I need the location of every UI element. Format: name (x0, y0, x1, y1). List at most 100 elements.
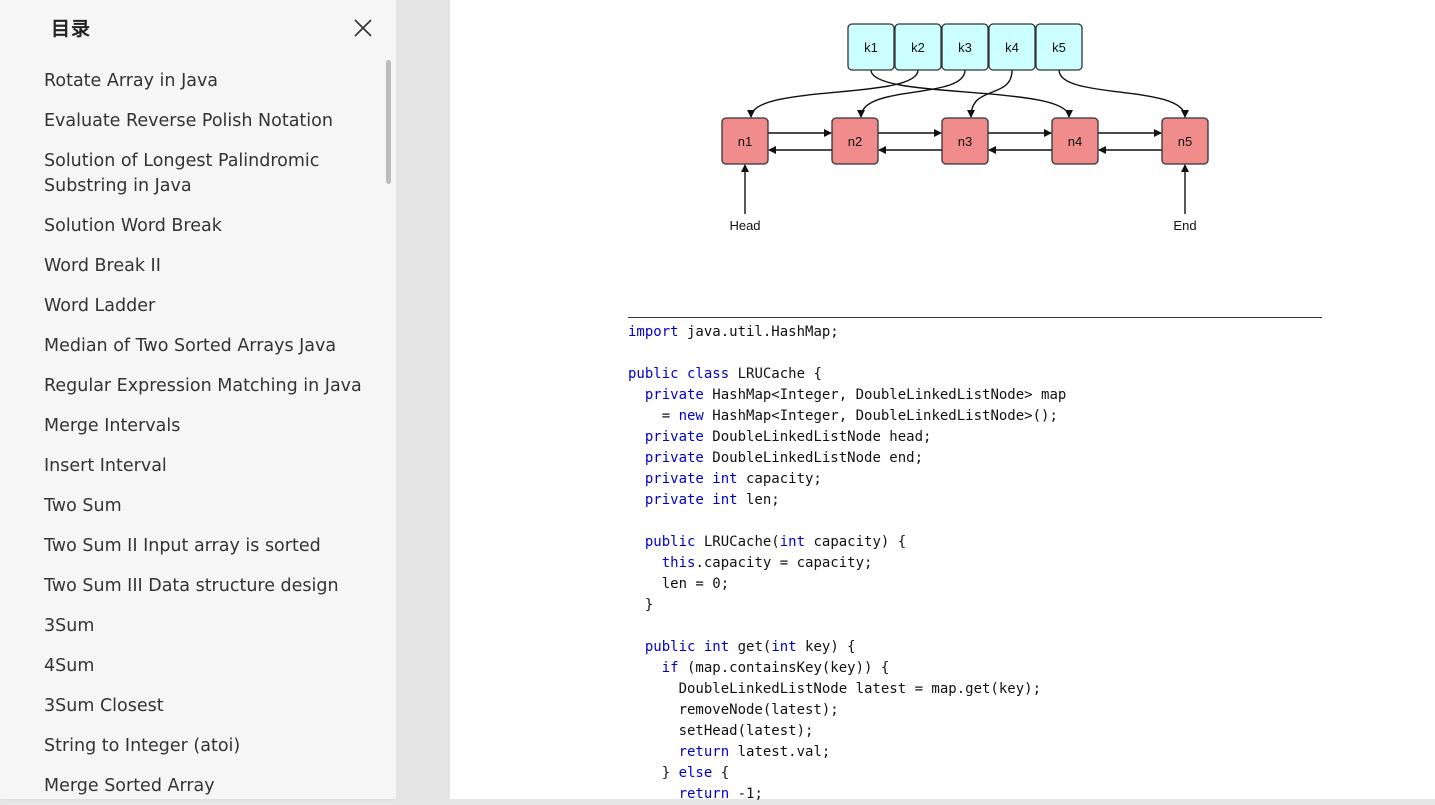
code-keyword: int (779, 534, 806, 550)
code-keyword: private (644, 450, 704, 466)
code-line (628, 343, 1066, 364)
toc-item[interactable]: Two Sum (44, 496, 122, 516)
toc-item[interactable]: Merge Sorted Array (44, 776, 215, 796)
key-node-arrow (967, 69, 1013, 118)
close-icon[interactable] (352, 17, 374, 39)
toc-item[interactable]: String to Integer (atoi) (44, 736, 241, 756)
sidebar-gutter (396, 0, 450, 799)
code-text (628, 639, 645, 655)
node-label: n3 (958, 134, 972, 149)
toc-item[interactable]: Regular Expression Matching in Java (44, 376, 362, 396)
node-box (721, 117, 769, 165)
toc-item[interactable]: 3Sum Closest (44, 696, 164, 716)
code-text: LRUCache { (729, 366, 822, 382)
toc-item[interactable]: Two Sum II Input array is sorted (44, 536, 321, 556)
code-text (628, 471, 645, 487)
key-label: k1 (864, 40, 878, 55)
code-text (628, 744, 679, 760)
code-text: DoubleLinkedListNode latest = map.get(ke… (628, 681, 1042, 697)
toc-item[interactable]: Evaluate Reverse Polish Notation (44, 111, 333, 131)
toc-title: 目录 (51, 18, 92, 40)
code-keyword: public class (628, 366, 730, 382)
code-text (628, 534, 645, 550)
toc-item[interactable]: Word Break II (44, 256, 161, 276)
toc-item[interactable]: Word Ladder (44, 296, 156, 316)
code-text: java.util.HashMap; (678, 324, 839, 340)
code-keyword: import (628, 324, 679, 340)
key-label: k2 (911, 40, 925, 55)
key-label: k5 (1052, 40, 1066, 55)
code-keyword: else (678, 765, 713, 781)
code-text (628, 660, 662, 676)
code-line (628, 511, 1066, 532)
toc-item[interactable]: Merge Intervals (44, 416, 181, 436)
code-line: private HashMap<Integer, DoubleLinkedLis… (628, 385, 1066, 406)
code-text: } (628, 597, 654, 613)
code-text: -1; (729, 786, 763, 802)
key-node-arrow (747, 69, 919, 118)
code-text (628, 387, 645, 403)
key-box (941, 23, 989, 71)
node-label: n4 (1068, 134, 1082, 149)
code-text (628, 429, 645, 445)
code-keyword: private int (644, 471, 738, 487)
toc-scrollbar[interactable] (386, 60, 391, 184)
code-text (628, 450, 645, 466)
key-box (894, 23, 942, 71)
node-box (831, 117, 879, 165)
code-text: .capacity = capacity; (695, 555, 873, 571)
code-text: HashMap<Integer, DoubleLinkedListNode> m… (703, 387, 1067, 403)
code-text: (map.containsKey(key)) { (678, 660, 890, 676)
code-text: len; (737, 492, 780, 508)
code-text: get( (729, 639, 772, 655)
code-text: len = 0; (628, 576, 730, 592)
code-line: removeNode(latest); (628, 700, 1066, 721)
toc-item[interactable]: Two Sum III Data structure design (44, 576, 339, 596)
code-line: DoubleLinkedListNode latest = map.get(ke… (628, 679, 1066, 700)
code-line: len = 0; (628, 574, 1066, 595)
key-node-arrow (1058, 69, 1189, 118)
toc-item[interactable]: Solution Word Break (44, 216, 222, 236)
node-box (1051, 117, 1099, 165)
code-line: return -1; (628, 784, 1066, 805)
code-text: capacity) { (805, 534, 907, 550)
toc-item[interactable]: Median of Two Sorted Arrays Java (44, 336, 337, 356)
code-text: latest.val; (729, 744, 831, 760)
toc-item[interactable]: Rotate Array in Java (44, 71, 219, 91)
head-label: Head (729, 218, 760, 233)
code-text: removeNode(latest); (628, 702, 839, 718)
code-keyword: private (644, 429, 704, 445)
code-text (628, 492, 645, 508)
code-keyword: private int (644, 492, 738, 508)
toc-item[interactable]: 3Sum (44, 616, 95, 636)
toc-item[interactable]: Solution of Longest Palindromic Substrin… (44, 151, 320, 196)
code-text: key) { (796, 639, 856, 655)
code-line: private DoubleLinkedListNode head; (628, 427, 1066, 448)
code-keyword: private (644, 387, 704, 403)
code-line: public LRUCache(int capacity) { (628, 532, 1066, 553)
key-box (1035, 23, 1083, 71)
code-text: LRUCache( (695, 534, 780, 550)
code-text: DoubleLinkedListNode end; (703, 450, 924, 466)
code-text: } (628, 765, 679, 781)
code-divider (628, 317, 1322, 318)
code-keyword: int (771, 639, 797, 655)
code-line: public class LRUCache { (628, 364, 1066, 385)
code-keyword: return (678, 744, 730, 760)
code-line: private int capacity; (628, 469, 1066, 490)
node-label: n1 (738, 134, 752, 149)
toc-item[interactable]: Insert Interval (44, 456, 167, 476)
toc-item[interactable]: 4Sum (44, 656, 95, 676)
code-text (628, 555, 662, 571)
code-text (628, 786, 679, 802)
code-line: public int get(int key) { (628, 637, 1066, 658)
code-keyword: public (644, 534, 696, 550)
node-label: n5 (1178, 134, 1192, 149)
code-line: = new HashMap<Integer, DoubleLinkedListN… (628, 406, 1066, 427)
node-label: n2 (848, 134, 862, 149)
code-line: } (628, 595, 1066, 616)
code-line (628, 616, 1066, 637)
node-box (1161, 117, 1209, 165)
key-node-arrow (870, 69, 1073, 118)
